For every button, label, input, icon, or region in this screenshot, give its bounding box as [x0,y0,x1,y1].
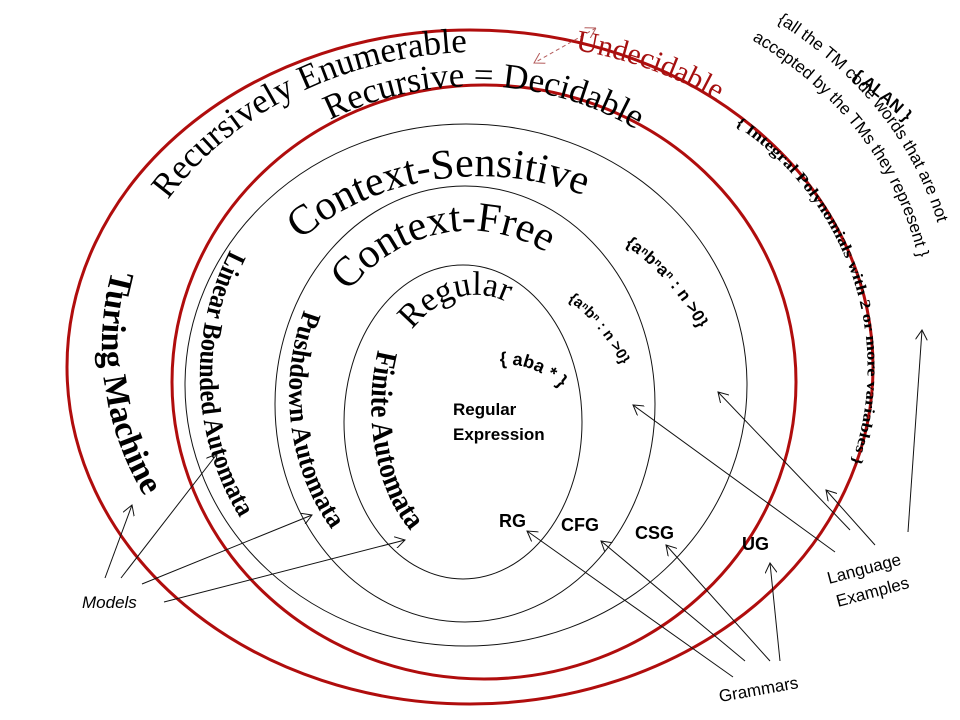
grammar-ug: UG [742,534,769,554]
arrow-examples-to-anbnan [718,392,851,531]
example-context-sensitive-language: {aⁿbⁿaⁿ : n >0} [623,233,712,331]
regular-ring [343,264,583,580]
arrow-models-to-fa [163,540,405,603]
example-regular-language: { aba * } [499,349,571,391]
models-arrows [104,454,405,603]
arrow-grammars-to-csg [666,545,771,662]
label-turing-machine: Turing Machine [94,268,170,500]
callout-models: Models [82,593,137,612]
example-recursive-language: { Integral Polynomials with 2 or more va… [733,115,880,467]
label-pushdown-automata: Pushdown Automata [283,308,352,534]
label-regular: Regular [391,266,519,335]
context-sensitive-ring [184,123,748,647]
arrow-grammars-to-cfg [601,541,746,662]
callout-grammars: Grammars [717,673,799,706]
recursive-ring [170,83,798,681]
arrow-examples-to-polynomials [826,490,876,546]
label-linear-bounded-automata: Linear Bounded Automata [194,247,261,521]
grammars-arrows [527,531,781,678]
context-free-ring [274,185,656,623]
language-examples-arrows [633,330,922,553]
recursively-enumerable-ring [65,28,875,706]
grammar-rg: RG [499,511,526,531]
arrow-examples-to-anbn [633,405,836,553]
grammar-csg: CSG [635,523,674,543]
arrow-models-to-tm [104,505,132,579]
undecidable-arrow [534,28,596,63]
arrow-models-to-lba [120,454,217,579]
grammar-cfg: CFG [561,515,599,535]
arrow-examples-to-undecidable [907,330,922,533]
label-finite-automata: Finite Automata [364,348,431,535]
example-regular-expression-line2: Expression [453,425,545,444]
arrow-grammars-to-ug [770,563,781,662]
arrow-models-to-pda [141,515,312,585]
example-regular-expression-line1: Regular [453,400,517,419]
example-context-free-language: {aⁿbⁿ : n >0} [566,290,634,367]
arrow-grammars-to-rg [527,531,734,678]
